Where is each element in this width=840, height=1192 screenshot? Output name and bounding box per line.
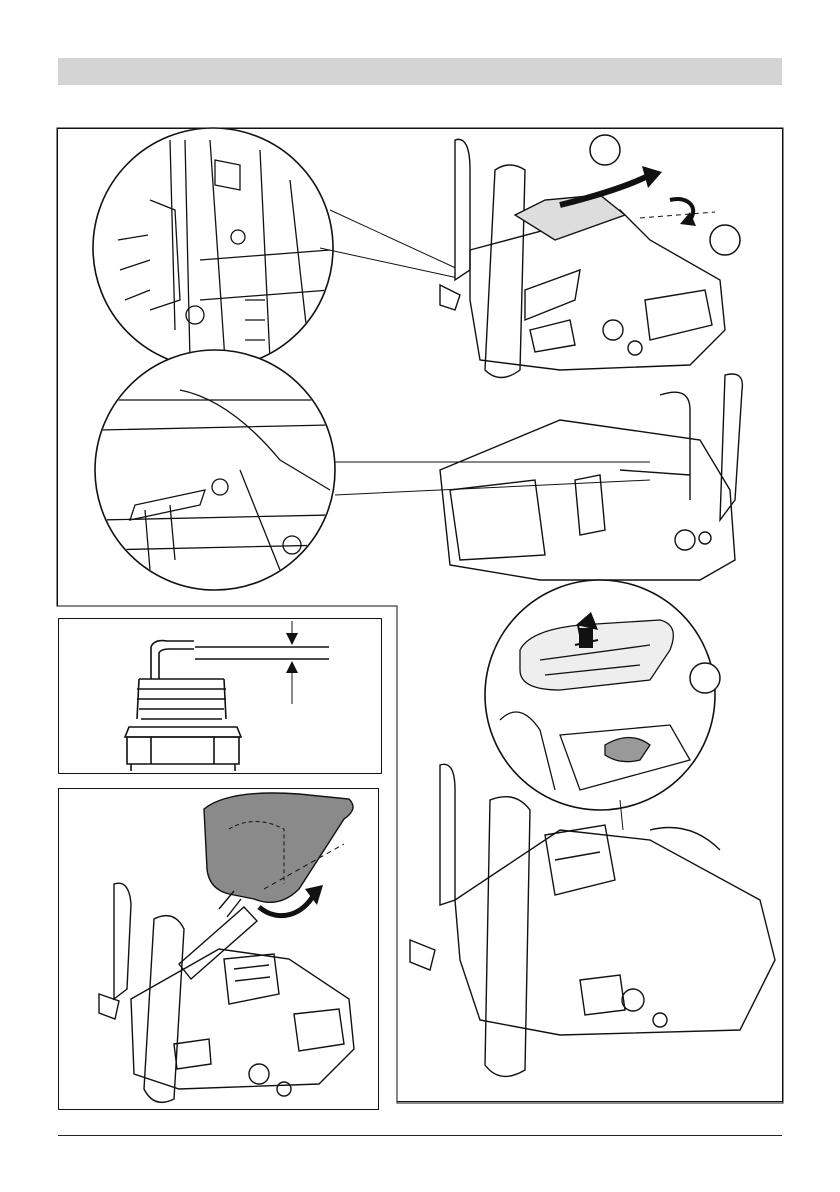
magnifier-top-left	[93, 128, 460, 368]
callout-circle	[710, 225, 740, 255]
chainsaw-middle	[440, 374, 742, 580]
magnifier-middle	[95, 350, 650, 590]
callout-circle	[590, 135, 620, 165]
wrench-diagram	[59, 789, 380, 1111]
dimension-arrow	[286, 633, 298, 645]
spark-plug-gap-frame	[58, 618, 382, 774]
footer-rule	[58, 1135, 782, 1136]
magnifier-cover	[485, 580, 720, 830]
spark-plug-diagram	[59, 619, 383, 775]
spark-plug-wrench-frame	[58, 788, 379, 1110]
glove-hand	[204, 793, 353, 902]
callout-circle	[690, 663, 720, 693]
chainsaw-bottom-right	[410, 764, 775, 1076]
chainsaw-top	[440, 139, 725, 377]
dimension-arrow	[286, 661, 298, 673]
